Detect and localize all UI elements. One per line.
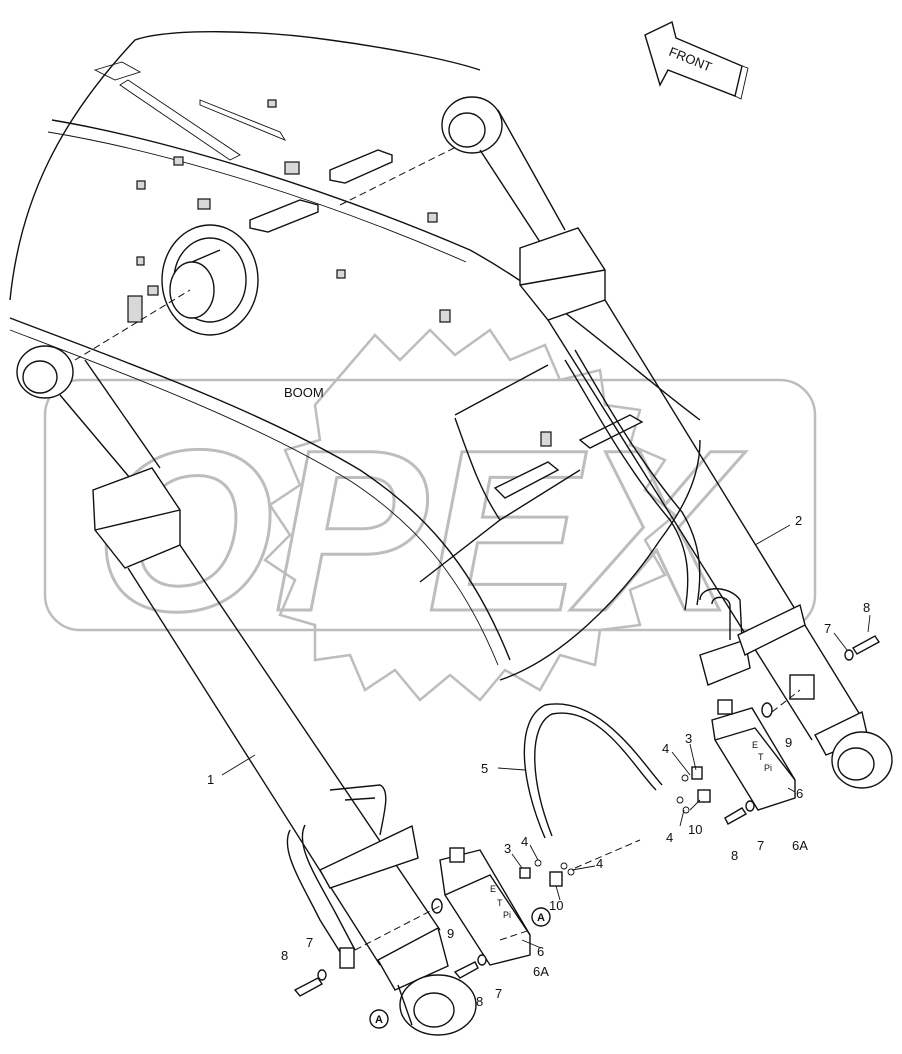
boom-bracket xyxy=(197,198,211,210)
callout-8: 8 xyxy=(863,600,870,615)
fitting xyxy=(549,871,563,887)
o-ring xyxy=(761,702,773,718)
callout-5: 5 xyxy=(481,761,488,776)
port-label-right-e: E xyxy=(752,740,758,750)
boom-bracket xyxy=(147,285,159,296)
port-label-left-pi: Pi xyxy=(503,910,511,920)
front-direction-arrow: FRONT xyxy=(644,20,749,100)
callout-8: 8 xyxy=(476,994,483,1009)
boom-bracket xyxy=(439,309,451,323)
boom-cylinder-left xyxy=(16,345,477,1036)
fitting xyxy=(697,789,711,803)
port-label-left-e: E xyxy=(490,884,496,894)
boom-bracket xyxy=(267,99,277,108)
callout-4: 4 xyxy=(666,830,673,845)
leader-lines xyxy=(221,524,871,949)
valve-block-right: E T Pi xyxy=(711,699,796,811)
boom-bracket xyxy=(127,295,143,323)
o-ring xyxy=(431,898,443,914)
callout-6a: 6A xyxy=(792,838,808,853)
watermark: OPEX xyxy=(43,328,817,702)
boom-bracket xyxy=(540,431,552,447)
boom-cylinder-right xyxy=(441,96,893,789)
valve-fitting xyxy=(717,699,733,715)
boom-label: BOOM xyxy=(284,385,324,400)
valve-fitting xyxy=(449,847,465,863)
bolt xyxy=(851,635,881,655)
watermark-text: OPEX xyxy=(95,402,746,659)
valve-block-left: E T Pi xyxy=(439,847,531,966)
port-label-left-t: T xyxy=(497,898,503,908)
washer xyxy=(844,649,854,661)
pipe-clamp xyxy=(329,149,393,184)
washer xyxy=(745,800,755,812)
callout-4: 4 xyxy=(596,856,603,871)
callout-2: 2 xyxy=(795,513,802,528)
boom-bracket xyxy=(284,161,300,175)
bolt xyxy=(453,961,479,979)
fittings xyxy=(293,635,881,997)
reference-markers: A A xyxy=(369,907,551,1029)
pipe-clamp xyxy=(249,199,319,233)
watermark-frame xyxy=(43,378,817,632)
watermark-gear-outline xyxy=(263,328,677,702)
callout-7: 7 xyxy=(495,986,502,1001)
fitting xyxy=(519,867,531,879)
reference-a: A xyxy=(537,912,545,924)
callout-7: 7 xyxy=(757,838,764,853)
callouts: 1 2 3 3 4 4 4 4 5 6 6 6A 6A 7 7 7 7 8 8 … xyxy=(207,513,870,1009)
pipe-clamp xyxy=(493,461,560,499)
callout-8: 8 xyxy=(281,948,288,963)
port-label-right-t: T xyxy=(758,752,764,762)
cylinder-valve-port xyxy=(339,947,355,969)
callout-3: 3 xyxy=(685,731,692,746)
callout-4: 4 xyxy=(662,741,669,756)
callout-3: 3 xyxy=(504,841,511,856)
fitting xyxy=(691,766,703,780)
callout-9: 9 xyxy=(785,735,792,750)
boom-bracket xyxy=(136,180,146,190)
boom: BOOM xyxy=(9,31,701,681)
washer xyxy=(477,954,487,966)
callout-10: 10 xyxy=(549,898,563,913)
callout-1: 1 xyxy=(207,772,214,787)
boom-pivot-boss xyxy=(169,261,215,319)
boom-bracket xyxy=(336,269,346,279)
callout-6: 6 xyxy=(796,786,803,801)
port-label-right-pi: Pi xyxy=(764,763,772,773)
washer xyxy=(317,969,327,981)
boom-bracket xyxy=(173,156,184,166)
callout-4: 4 xyxy=(521,834,528,849)
callout-7: 7 xyxy=(824,621,831,636)
bolt xyxy=(724,807,748,825)
hose xyxy=(523,703,663,839)
reference-a: A xyxy=(375,1014,383,1026)
boom-bracket xyxy=(136,256,145,266)
boom-bracket xyxy=(427,212,438,223)
callout-6a: 6A xyxy=(533,964,549,979)
callout-8: 8 xyxy=(731,848,738,863)
bolt xyxy=(293,977,324,997)
callout-9: 9 xyxy=(447,926,454,941)
callout-10: 10 xyxy=(688,822,702,837)
callout-6: 6 xyxy=(537,944,544,959)
callout-7: 7 xyxy=(306,935,313,950)
